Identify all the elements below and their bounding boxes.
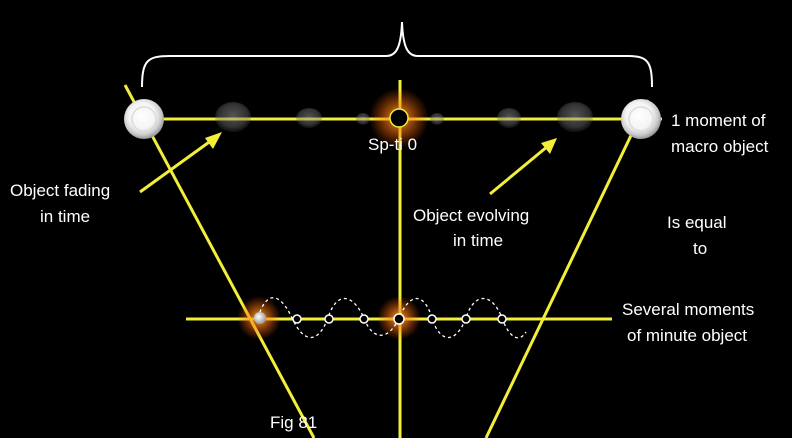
evolving-label-line1: Object evolving [413,206,530,225]
equal-label-line2: to [693,239,708,258]
evolving-label-line2: in time [453,231,504,250]
right-diagonal-line [484,99,650,438]
minute-label-line2: of minute object [627,326,748,345]
ghost-objects [215,102,593,132]
macro-moment-label-line2: macro object [671,137,769,156]
figure-caption: Fig 81 [270,413,318,432]
equal-label-line1: Is equal [667,213,727,232]
minute-moments [292,313,507,325]
right-macro-object [621,99,661,139]
left-macro-object [124,99,164,139]
minute-object-ball [254,312,266,324]
top-brace [141,21,653,88]
fading-arrow [139,132,222,194]
origin-point [389,108,409,128]
origin-label: Sp-ti 0 [368,135,418,154]
fading-label-line1: Object fading [10,181,111,200]
macro-moment-label-line1: 1 moment of [671,111,766,130]
evolving-arrow [489,138,557,196]
left-diagonal-line [123,84,316,438]
minute-label-line1: Several moments [622,300,755,319]
fading-label-line2: in time [40,207,91,226]
